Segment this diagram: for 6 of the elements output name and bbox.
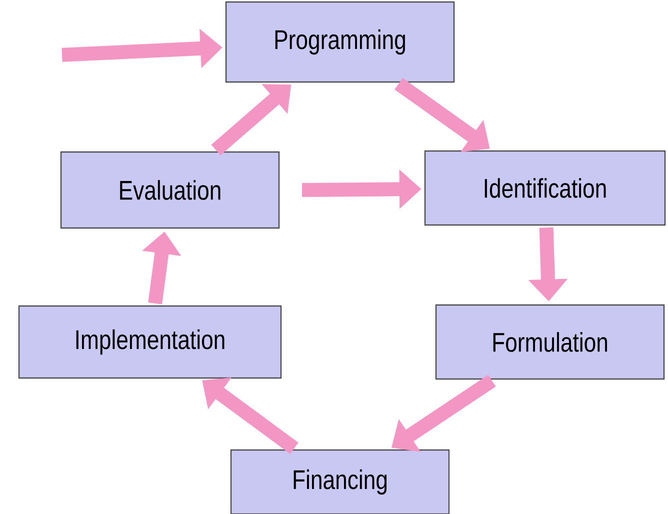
process-box: Financing [230, 449, 450, 514]
process-box: Implementation [18, 305, 282, 379]
process-box: Identification [424, 150, 666, 226]
process-box: Formulation [435, 304, 665, 380]
process-box: Programming [225, 1, 455, 83]
process-box: Evaluation [60, 151, 280, 229]
